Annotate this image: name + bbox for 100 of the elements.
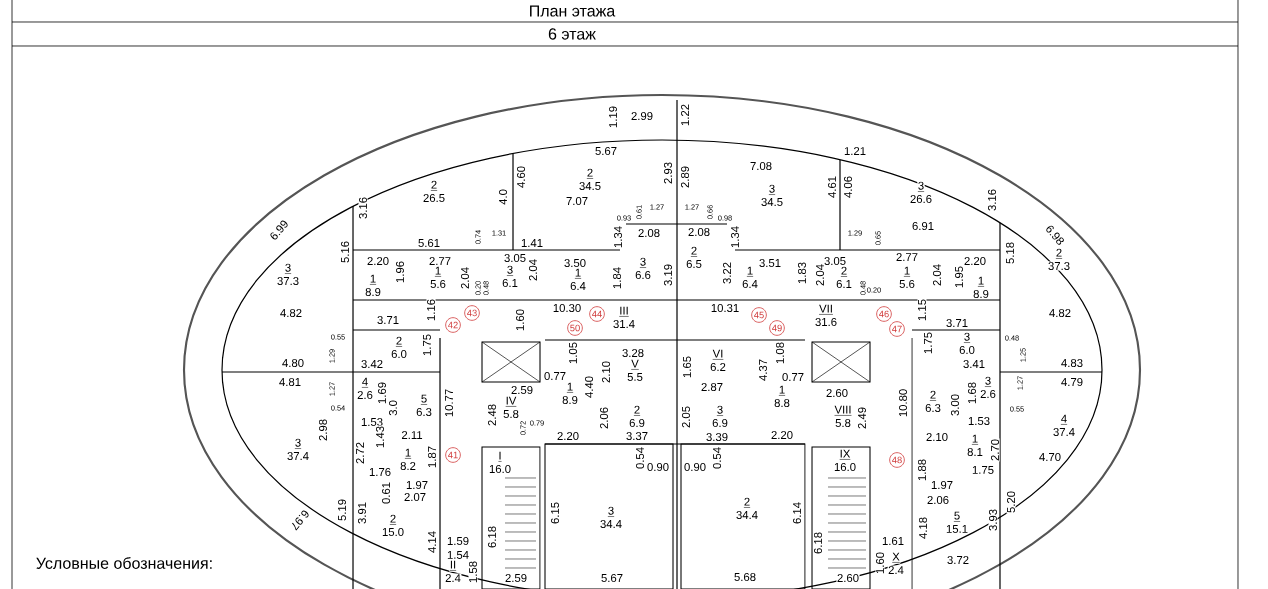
- dimension-label: 7.07: [565, 196, 589, 206]
- room-number: 1: [574, 268, 582, 280]
- room-number: 3: [284, 263, 292, 275]
- room-area: 6.2: [709, 362, 727, 372]
- dimension-label: 3.93: [988, 508, 998, 532]
- dimension-label: 3.39: [705, 432, 729, 442]
- dimension-label: 0.54: [712, 446, 722, 470]
- dimension-label: 3.91: [357, 501, 367, 525]
- room-area: 6.5: [685, 259, 703, 269]
- dimension-label: 3.22: [722, 261, 732, 285]
- dimension-label: 2.60: [825, 388, 849, 398]
- dimension-label: 4.83: [1060, 358, 1084, 368]
- dimension-label: 2.10: [601, 360, 611, 384]
- dimension-label: 4.61: [827, 175, 837, 199]
- dimension-label: 1.95: [954, 265, 964, 289]
- room-number: X: [891, 552, 901, 564]
- room-area: 2.6: [979, 389, 997, 399]
- room-area: 6.4: [741, 279, 759, 289]
- dimension-label: 4.0: [498, 188, 508, 206]
- room-number: 1: [971, 434, 979, 446]
- dimension-label: 2.59: [504, 573, 528, 583]
- room-area: 34.5: [760, 197, 784, 207]
- dimension-label: 2.93: [663, 161, 673, 185]
- room-number: IX: [839, 449, 851, 461]
- dimension-label: 3.42: [360, 359, 384, 369]
- callout-number: 46: [876, 306, 892, 322]
- room-number: II: [449, 560, 457, 572]
- dimension-label: 4.40: [584, 375, 594, 399]
- room-number: 3: [917, 181, 925, 193]
- room-number: 1: [746, 266, 754, 278]
- room-area: 26.5: [422, 193, 446, 203]
- room-number: 3: [984, 376, 992, 388]
- dimension-label: 2.20: [366, 256, 390, 266]
- dimension-label: 1.05: [568, 341, 578, 365]
- room-number: 3: [963, 332, 971, 344]
- room-area: 6.6: [634, 270, 652, 280]
- dimension-label: 1.43: [375, 425, 385, 449]
- dimension-label: 1.34: [613, 225, 623, 249]
- room-number: 2: [633, 405, 641, 417]
- dimension-label: 3.16: [987, 188, 997, 212]
- room-number: 1: [977, 276, 985, 288]
- room-area: 6.1: [835, 279, 853, 289]
- room-number: 4: [361, 377, 369, 389]
- room-area: 6.0: [958, 345, 976, 355]
- dimension-label: 2.48: [487, 403, 497, 427]
- dimension-label: 1.53: [967, 416, 991, 426]
- dimension-label: 3.00: [950, 393, 960, 417]
- dimension-label: 6.14: [792, 501, 802, 525]
- title-text: План этажа: [528, 4, 616, 18]
- dimension-label: 1.83: [797, 261, 807, 285]
- dimension-label: 3.16: [358, 196, 368, 220]
- room-area: 5.6: [429, 279, 447, 289]
- dimension-label: 2.04: [932, 263, 942, 287]
- room-number: 2: [395, 336, 403, 348]
- room-area: 6.4: [569, 281, 587, 291]
- room-area: 31.4: [612, 319, 636, 329]
- dimension-label: 4.82: [279, 308, 303, 318]
- dimension-label: 3.05: [823, 256, 847, 266]
- callout-number: 45: [751, 307, 767, 323]
- callout-number: 43: [464, 305, 480, 321]
- dimension-label: 1.75: [971, 465, 995, 475]
- dimension-label: 3.0: [388, 399, 398, 417]
- room-number: 3: [716, 405, 724, 417]
- dimension-label: 2.07: [403, 492, 427, 502]
- dimension-label: 3.51: [758, 258, 782, 268]
- room-area: 2.6: [356, 390, 374, 400]
- dimension-label: 1.88: [917, 458, 927, 482]
- dimension-label: 4.06: [843, 175, 853, 199]
- dimension-label: 5.67: [600, 573, 624, 583]
- dimension-label: 3.72: [946, 555, 970, 565]
- dimension-label: 1.60: [515, 308, 525, 332]
- dimension-label: 1.53: [360, 417, 384, 427]
- dimension-label: 5.18: [1005, 241, 1015, 265]
- dimension-label: 4.70: [1038, 452, 1062, 462]
- room-area: 37.4: [286, 451, 310, 461]
- room-area: 6.3: [924, 403, 942, 413]
- dimension-label: 1.97: [405, 480, 429, 490]
- dimension-label: 3.37: [625, 431, 649, 441]
- dimension-label: 10.30: [552, 303, 582, 313]
- dimension-label: 6.18: [487, 525, 497, 549]
- dimension-label: 10.31: [710, 303, 740, 313]
- dimension-label: 4.18: [918, 516, 928, 540]
- callout-number: 42: [445, 317, 461, 333]
- room-number: V: [630, 359, 640, 371]
- room-area: 15.1: [945, 524, 969, 534]
- dimension-label: 4.81: [278, 377, 302, 387]
- floor-label: 6 этаж: [547, 27, 597, 41]
- room-number: 2: [743, 497, 751, 509]
- dimension-label: 0.61: [381, 481, 391, 505]
- room-area: 5.8: [502, 409, 520, 419]
- dimension-label: 7.08: [749, 161, 773, 171]
- room-area: 6.3: [415, 407, 433, 417]
- dimension-label: 2.08: [637, 228, 661, 238]
- dimension-label: 2.20: [556, 431, 580, 441]
- dimension-label: 0.54: [635, 446, 645, 470]
- dimension-label: 4.60: [516, 165, 526, 189]
- room-number: 3: [294, 438, 302, 450]
- dimension-label: 1.76: [368, 467, 392, 477]
- dimension-label: 1.61: [881, 536, 905, 546]
- room-number: 4: [1060, 414, 1068, 426]
